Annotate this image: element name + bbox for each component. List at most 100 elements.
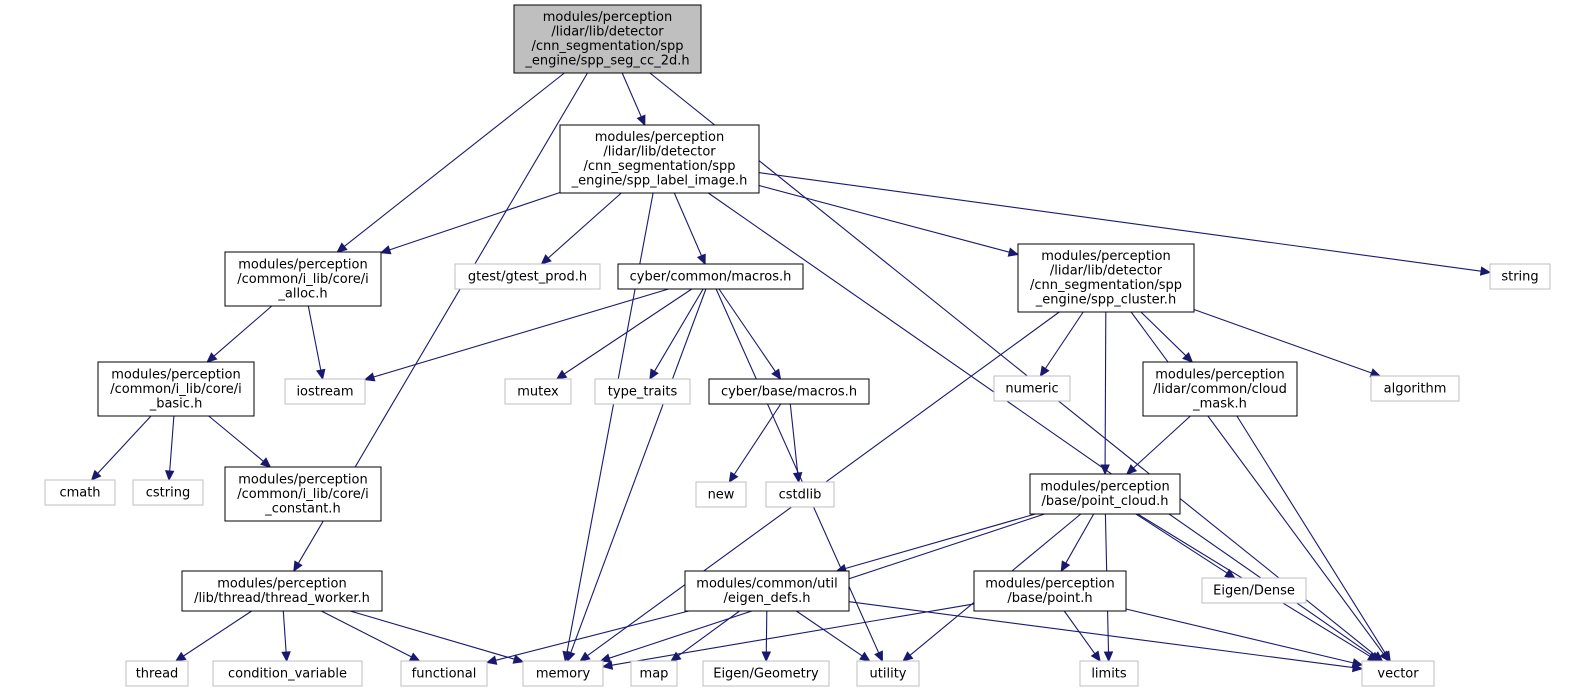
edge-spp_label_image-to-i_alloc — [379, 191, 561, 255]
edge-spp_seg_cc_2d-to-i_alloc — [336, 72, 565, 253]
edge-arrowhead — [649, 368, 659, 381]
node-box — [1079, 660, 1139, 687]
node-i-alloc[interactable]: modules/perception/common/i_lib/core/i_a… — [224, 251, 382, 307]
edge-thread_worker-to-condition_variable — [281, 610, 291, 663]
node-label-line: /cnn_segmentation/spp — [531, 39, 683, 54]
node-spp-cluster[interactable]: modules/perception/lidar/lib/detector/cn… — [1017, 243, 1195, 313]
edge-line — [208, 415, 264, 462]
node-eigen-defs[interactable]: modules/common/util/eigen_defs.h — [684, 570, 850, 612]
node-box — [765, 481, 835, 508]
edge-i_basic-to-cmath — [90, 415, 152, 481]
edge-i_basic-to-i_constant — [208, 415, 272, 468]
node-label-line: modules/perception — [1041, 249, 1170, 264]
node-point-cloud[interactable]: modules/perception/base/point_cloud.h — [1029, 473, 1181, 515]
node-spp-seg-cc-2d[interactable]: modules/perception/lidar/lib/detector/cn… — [513, 4, 702, 74]
node-spp-label-image[interactable]: modules/perception/lidar/lib/detector/cn… — [559, 124, 760, 194]
node-box — [594, 378, 691, 405]
node-thread-worker[interactable]: modules/perception/lib/thread/thread_wor… — [181, 570, 383, 612]
edge-arrowhead — [902, 651, 914, 662]
edge-line — [213, 305, 273, 357]
edge-i_alloc-to-i_basic — [206, 305, 273, 363]
node-i-constant[interactable]: modules/perception/common/i_lib/core/i_c… — [224, 466, 382, 522]
edge-spp_label_image-to-cyber_common_macros — [673, 192, 706, 266]
node-label-line: type_traits — [608, 384, 678, 399]
node-label-line: _engine/spp_label_image.h — [571, 174, 748, 189]
edge-arrowhead — [696, 253, 706, 266]
edge-i_basic-to-cstring — [164, 415, 175, 482]
edge-arrowhead — [1366, 651, 1379, 662]
node-label-line: mutex — [517, 384, 559, 399]
edge-line — [349, 610, 515, 660]
edge-arrowhead — [1125, 464, 1138, 475]
node-box — [125, 660, 189, 687]
node-label-line: numeric — [1005, 381, 1058, 396]
edge-arrowhead — [260, 457, 272, 468]
node-box — [1370, 375, 1460, 402]
node-i-basic[interactable]: modules/perception/common/i_lib/core/i_b… — [97, 361, 255, 417]
edge-eigen_defs-to-map — [670, 610, 740, 662]
node-utility: utility — [856, 660, 920, 687]
node-box — [284, 378, 366, 405]
node-label-line: /cnn_segmentation/spp — [1030, 278, 1182, 293]
edge-arrowhead — [636, 114, 646, 127]
edge-arrowhead — [336, 242, 348, 253]
node-label-line: /lib/thread/thread_worker.h — [194, 591, 370, 606]
edge-line — [621, 72, 642, 117]
node-label-line: functional — [412, 666, 477, 681]
edge-cloud_mask-to-vector — [1236, 415, 1391, 663]
node-label-line: /lidar/lib/detector — [603, 145, 716, 160]
node-label-line: /lidar/common/cloud — [1153, 382, 1287, 397]
node-type-traits: type_traits — [594, 378, 691, 405]
node-cyber-base-macros[interactable]: cyber/base/macros.h — [708, 378, 870, 405]
node-functional: functional — [400, 660, 488, 687]
node-box — [181, 570, 383, 612]
edge-arrowhead — [164, 470, 175, 482]
node-label-line: algorithm — [1384, 381, 1447, 396]
edge-line — [733, 403, 782, 475]
node-cloud-mask[interactable]: modules/perception/lidar/common/cloud_ma… — [1142, 361, 1298, 417]
node-label-line: cstdlib — [779, 487, 822, 502]
edge-line — [495, 610, 689, 661]
edge-eigen_defs-to-vector — [848, 601, 1364, 673]
node-box — [708, 378, 870, 405]
edge-arrowhead — [485, 655, 498, 665]
edge-arrowhead — [408, 652, 421, 662]
edge-cyber_common_macros-to-cyber_base_macros — [718, 288, 782, 381]
node-iostream: iostream — [284, 378, 366, 405]
edge-thread_worker-to-memory — [349, 610, 525, 664]
edge-spp_cluster-to-numeric — [1039, 311, 1084, 378]
edge-line — [563, 288, 693, 375]
edge-arrowhead — [206, 352, 218, 363]
edge-line — [307, 305, 322, 371]
node-label-line: Eigen/Geometry — [713, 666, 819, 681]
node-vector: vector — [1361, 660, 1435, 687]
node-box — [513, 4, 702, 74]
node-label-line: /eigen_defs.h — [724, 591, 811, 606]
node-label-line: /base/point.h — [1007, 591, 1092, 606]
edge-spp_cluster-to-cloud_mask — [1140, 311, 1194, 363]
edge-arrowhead — [771, 368, 782, 381]
edge-cyber_common_macros-to-mutex — [555, 288, 693, 380]
node-cyber-common-macros[interactable]: cyber/common/macros.h — [617, 263, 804, 290]
node-box — [522, 660, 604, 687]
node-box — [630, 660, 678, 687]
edge-line — [343, 72, 565, 247]
node-label-line: new — [708, 487, 735, 502]
edge-line — [848, 601, 1354, 669]
edge-line — [718, 288, 776, 372]
edge-line — [678, 610, 740, 657]
edge-arrowhead — [859, 651, 871, 662]
edge-cyber_common_macros-to-iostream — [363, 288, 669, 382]
node-label-line: _engine/spp_seg_cc_2d.h — [524, 54, 689, 69]
node-label-line: Eigen/Dense — [1213, 583, 1295, 598]
edge-line — [765, 610, 768, 653]
edge-thread_worker-to-thread — [174, 610, 253, 662]
edge-arrowhead — [728, 471, 739, 484]
edge-point-to-vector — [1125, 608, 1364, 668]
edge-arrowhead — [293, 560, 303, 573]
edge-cyber_common_macros-to-memory — [566, 288, 707, 663]
node-point[interactable]: modules/perception/base/point.h — [973, 570, 1127, 612]
node-box — [1029, 473, 1181, 515]
edge-line — [758, 172, 1482, 272]
edge-line — [1135, 513, 1228, 574]
